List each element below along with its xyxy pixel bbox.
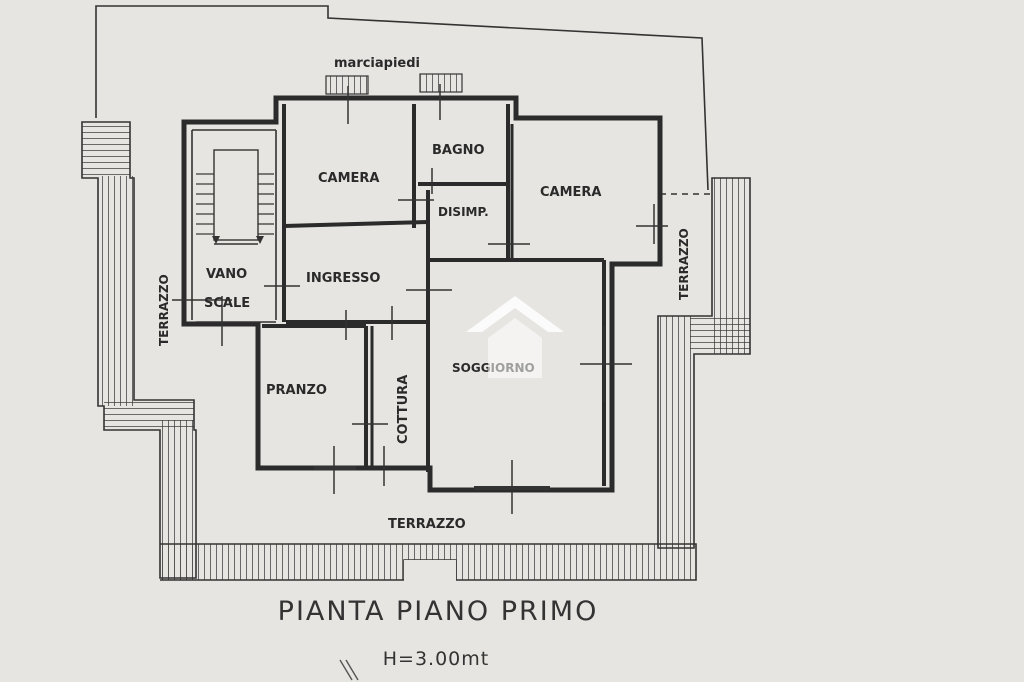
terrace-label-right: TERRAZZO [677, 228, 691, 300]
right-terrace-wall [657, 177, 751, 549]
room-label-kitchen: COTTURA [396, 375, 411, 444]
staircase [196, 149, 274, 245]
watermark-logo [466, 296, 564, 378]
room-label-stair-2: SCALE [204, 296, 250, 311]
terrace-label-left: TERRAZZO [157, 274, 171, 346]
opening-marks [172, 84, 668, 514]
ceiling-height: H=3.00mt [382, 648, 490, 670]
property-boundary [95, 5, 709, 191]
left-terrace-wall [81, 121, 197, 580]
room-label-bedroom-left: CAMERA [318, 171, 380, 186]
building-walls [181, 95, 663, 493]
room-label-dining: PRANZO [266, 383, 327, 398]
bottom-terrace-wall [160, 543, 697, 582]
top-windows [325, 73, 463, 95]
room-label-bathroom: BAGNO [432, 143, 485, 158]
plan-title: PIANTA PIANO PRIMO [277, 596, 599, 627]
room-label-stair-1: VANO [206, 267, 247, 282]
room-label-hallway: DISIMP. [438, 205, 489, 219]
terrace-label-bottom: TERRAZZO [388, 517, 466, 532]
sidewalk-label: marciapiedi [334, 56, 420, 71]
room-label-entrance: INGRESSO [306, 271, 380, 286]
scribble-mark [339, 659, 359, 681]
room-label-bedroom-right: CAMERA [540, 185, 602, 200]
